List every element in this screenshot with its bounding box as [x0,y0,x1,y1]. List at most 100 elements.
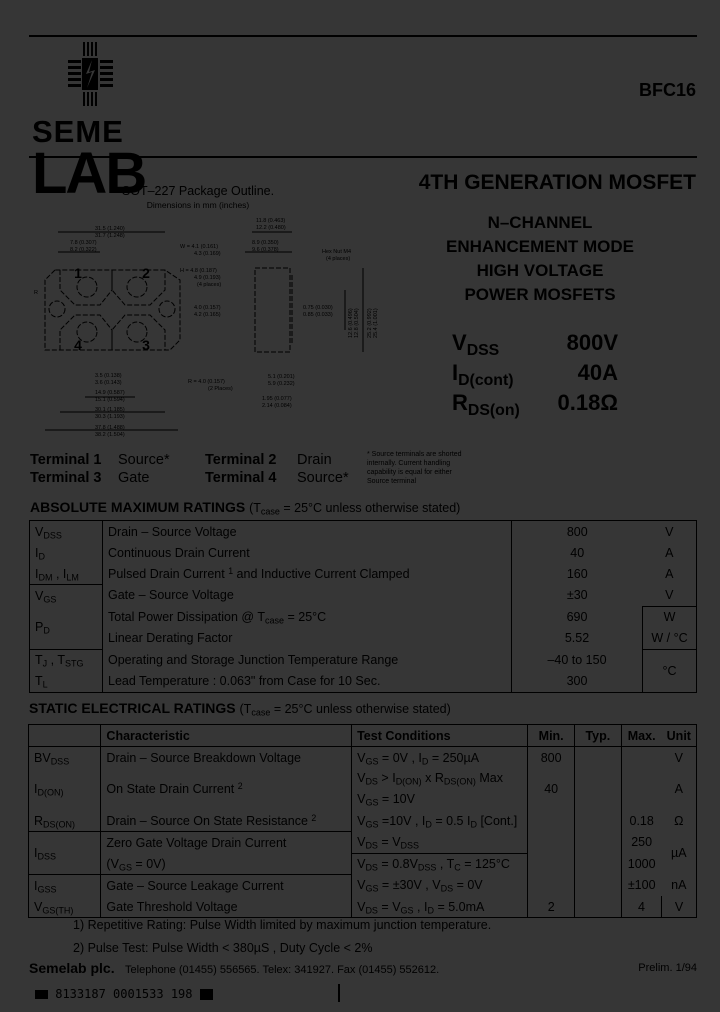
feature-item: HIGH VOLTAGE [476,261,604,280]
value-cell: ±30 [511,584,643,606]
min-cell [527,810,575,832]
dim-label: 25.4 (1.001) [373,308,379,338]
logo-text-seme: SEME [32,114,124,149]
parameter-cell: Drain – Source Voltage [102,520,512,542]
logo-text-lab: LAB [32,141,147,206]
unit-cell: A [674,782,683,796]
dim-label: 37.8 (1.488) [95,425,125,431]
symbol-cell: VDSS [29,520,103,542]
value-cell: 5.52 [511,627,643,649]
terminal-value: Drain [297,452,332,468]
parameter-cell: Total Power Dissipation @ Tcase = 25°C [102,606,512,628]
dim-label: 9.6 (0.378) [252,247,279,253]
min-cell [527,831,575,875]
static-heading: STATIC ELECTRICAL RATINGS (Tcase = 25°C … [29,700,451,718]
feature-list: N–CHANNEL ENHANCEMENT MODE HIGH VOLTAGE … [400,211,680,307]
max-cell: 1000 [620,853,662,875]
pin-label: 1 [74,265,82,281]
pin-label: 4 [74,337,82,353]
characteristic-cell: Gate – Source Leakage Current [100,874,352,896]
value-cell: 40 [511,542,643,563]
header-cell: Characteristic [100,724,352,747]
dim-label: 31.5 (1.240) [95,226,125,232]
value-cell: 160 [511,563,643,585]
dim-label: 3.6 (0.143) [95,380,122,386]
parameter-cell: Lead Temperature : 0.063" from Case for … [102,670,512,692]
unit-cell: V [665,524,674,539]
footnotes: 1) Repetitive Rating: Pulse Width limite… [73,914,491,960]
unit-cell: nA [671,878,687,893]
feature-item: N–CHANNEL [487,213,593,232]
footnote: 2) Pulse Test: Pulse Width < 380µS , Dut… [73,941,373,955]
unit-cell: V [665,588,674,602]
dim-label: 12.8 (0.504) [354,308,360,338]
parameter-cell: Continuous Drain Current [102,542,512,563]
condition-cell: VDS = 0.8VDSS , TC = 125°C [351,852,528,875]
characteristic-cell: Drain – Source On State Resistance 2 [100,810,352,832]
max-cell [620,746,662,768]
unit-cell: Ω [674,813,684,828]
spec-vdss: VDSS 800V [452,330,618,359]
dim-label: 30.3 (1.193) [95,414,125,420]
revision: Prelim. 1/94 [638,962,697,974]
value-cell: 300 [511,670,643,692]
dim-label: 1.95 (0.077) [262,396,292,402]
dim-label: 4.2 (0.165) [194,312,221,318]
dim-label: 15.1 (0.594) [95,397,125,403]
dim-label: 31.7 (1.248) [95,233,125,239]
condition-cell: VGS = 0V , ID = 250µA [351,746,528,768]
abs-max-condition: (Tcase = 25°C unless otherwise stated) [249,501,461,517]
dim-label: 4.3 (0.169) [194,251,221,257]
terminal-label: Terminal 4 [205,470,277,486]
header-cell [27,724,101,747]
condition-cell: VGS =10V , ID = 0.5 ID [Cont.] [351,810,528,832]
symbol-cell: ID(ON) [27,768,101,810]
dim-label: R = 4.0 (0.157) [188,379,225,385]
footer: Semelab plc. Telephone (01455) 556565. T… [29,960,697,978]
dim-label: 0.75 (0.030) [303,305,333,311]
max-cell [620,768,662,810]
package-title: SOT–227 Package Outline. [122,184,274,198]
symbol-cell: BVDSS [27,746,101,768]
dim-label: 3.5 (0.138) [95,373,122,379]
abs-max-heading: ABSOLUTE MAXIMUM RATINGS (Tcase = 25°C u… [30,499,461,517]
dim-label: 5.1 (0.201) [268,374,295,380]
unit-cell: V [661,896,697,918]
value-cell: 800 [511,520,643,542]
dim-label: (4 places) [326,256,350,262]
dim-label: R [34,290,38,296]
symbol-cell: PD [29,606,103,649]
barcode-mark-icon [199,989,213,1000]
symbol-cell: IDSS [27,831,101,875]
dim-label: W = 4.1 (0.161) [180,244,218,250]
dim-label: 7.8 (0.307) [70,240,97,246]
dim-label: 14.9 (0.587) [95,390,125,396]
unit-cell: °C [642,648,697,692]
dim-label: 30.1 (1.185) [95,407,125,413]
dim-label: 2.14 (0.084) [262,403,292,409]
dim-label: (2 Places) [208,386,233,392]
dim-label: 8.9 (0.350) [252,240,279,246]
dim-label: 0.85 (0.033) [303,312,333,318]
terminal-value: Gate [118,470,150,486]
condition-cell: VDS = VDSS [351,831,528,853]
dim-label: 38.2 (1.504) [95,432,125,438]
unit-cell: µA [671,846,687,860]
terminal-label: Terminal 3 [30,470,102,486]
unit-cell: A [665,545,674,560]
dim-label: (4 places) [197,282,221,288]
dim-label: 4.9 (0.193) [194,275,221,281]
parameter-cell: Linear Derating Factor [102,627,512,649]
typ-cell [574,874,622,896]
header-cell: Unit [661,724,697,747]
part-number: BFC16 [638,80,696,100]
